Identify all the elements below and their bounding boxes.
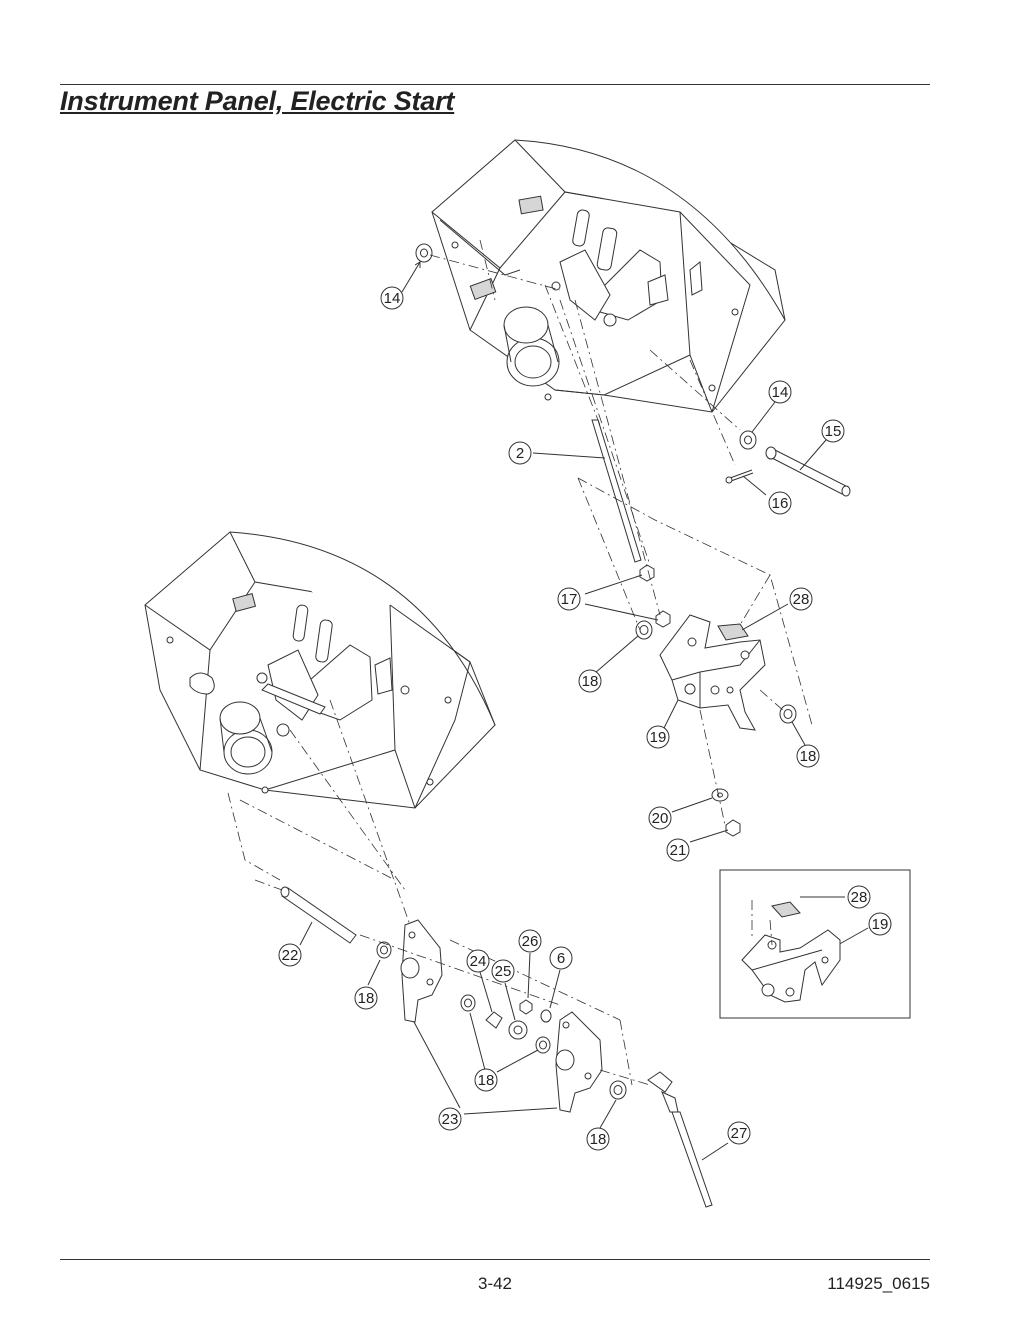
nut-17-a	[639, 564, 655, 582]
callout-19-detail: 19	[868, 912, 892, 936]
callout-19-upper: 19	[646, 725, 670, 749]
shaft-22	[280, 886, 357, 944]
svg-text:14: 14	[772, 384, 789, 401]
svg-text:21: 21	[670, 842, 687, 859]
callout-23: 23	[438, 1107, 462, 1131]
callout-6: 6	[549, 946, 573, 970]
detail-spacer-28	[771, 901, 801, 918]
bushing-18-f	[609, 1080, 627, 1100]
washer-14-upper-right	[739, 430, 757, 450]
svg-text:2: 2	[516, 445, 524, 462]
spacer-28-upper	[717, 623, 749, 641]
callout-21: 21	[666, 838, 690, 862]
svg-text:18: 18	[590, 1131, 607, 1148]
svg-text:18: 18	[358, 990, 375, 1007]
callout-26: 26	[518, 929, 542, 953]
callout-20: 20	[648, 806, 672, 830]
bushing-18-b	[779, 704, 797, 724]
svg-text:27: 27	[731, 1125, 748, 1142]
callout-18-b: 18	[796, 744, 820, 768]
page-title: Instrument Panel, Electric Start	[60, 86, 455, 116]
svg-text:28: 28	[793, 591, 810, 608]
callout-14-upper-right: 14	[768, 380, 792, 404]
lever-23-left	[400, 919, 443, 1023]
svg-text:20: 20	[652, 810, 669, 827]
svg-text:6: 6	[557, 950, 565, 967]
callout-24: 24	[466, 949, 490, 973]
bracket-assembly-19	[659, 614, 766, 731]
svg-text:17: 17	[561, 591, 578, 608]
detail-inset-box	[719, 869, 911, 1019]
callout-27: 27	[727, 1121, 751, 1145]
throttle-cable-27	[647, 1071, 713, 1208]
nut-17-b	[655, 610, 671, 628]
callout-18-d: 18	[474, 1068, 498, 1092]
bushing-18-a	[635, 620, 653, 640]
svg-text:19: 19	[872, 916, 889, 933]
callout-16: 16	[768, 491, 792, 515]
top-rule	[60, 84, 930, 85]
svg-text:14: 14	[384, 290, 401, 307]
callout-28-detail: 28	[847, 885, 871, 909]
bushing-25	[508, 1020, 528, 1040]
washer-20	[711, 788, 729, 802]
nut-21	[725, 819, 741, 837]
callout-18-c: 18	[354, 986, 378, 1010]
callout-18-e: 18	[586, 1127, 610, 1151]
pivot-pin-15	[765, 446, 851, 497]
svg-text:26: 26	[522, 933, 539, 950]
svg-text:19: 19	[650, 729, 667, 746]
svg-text:16: 16	[772, 495, 789, 512]
washer-6	[540, 1009, 552, 1023]
bushing-18-e	[535, 1036, 551, 1054]
bushing-18-c	[376, 941, 392, 959]
lever-23-right	[555, 1011, 603, 1113]
svg-text:28: 28	[851, 889, 868, 906]
document-code: 114925_0615	[827, 1274, 930, 1293]
bottom-rule	[60, 1259, 930, 1260]
callout-25: 25	[491, 959, 515, 983]
svg-text:18: 18	[800, 748, 817, 765]
svg-text:18: 18	[582, 673, 599, 690]
callout-bubbles: 14 14 15 2 16 17 28 18 19 18 20 21 28 19…	[278, 286, 892, 1151]
callout-17: 17	[557, 587, 581, 611]
svg-text:23: 23	[442, 1111, 459, 1128]
callout-2: 2	[508, 441, 532, 465]
callout-22: 22	[278, 943, 302, 967]
callout-14-upper-left: 14	[380, 286, 404, 310]
svg-text:18: 18	[478, 1072, 495, 1089]
control-rod-2	[591, 419, 642, 563]
lower-panel-housing	[144, 531, 496, 809]
svg-text:24: 24	[470, 953, 487, 970]
callout-15: 15	[821, 419, 845, 443]
svg-text:15: 15	[825, 423, 842, 440]
upper-panel-housing	[431, 139, 786, 413]
page-number: 3-42	[477, 1274, 513, 1293]
cotter-pin-16	[725, 469, 754, 484]
washer-14-upper-left	[415, 243, 433, 263]
callout-28-upper: 28	[789, 587, 813, 611]
leader-lines	[299, 261, 869, 1161]
alignment-lines	[227, 239, 813, 1086]
svg-text:25: 25	[495, 963, 512, 980]
spacer-24	[485, 1011, 503, 1029]
svg-text:22: 22	[282, 947, 299, 964]
nut-26	[519, 999, 533, 1015]
bushing-18-d	[460, 994, 476, 1012]
detail-bracket-19	[741, 929, 841, 1003]
callout-18-a: 18	[578, 669, 602, 693]
